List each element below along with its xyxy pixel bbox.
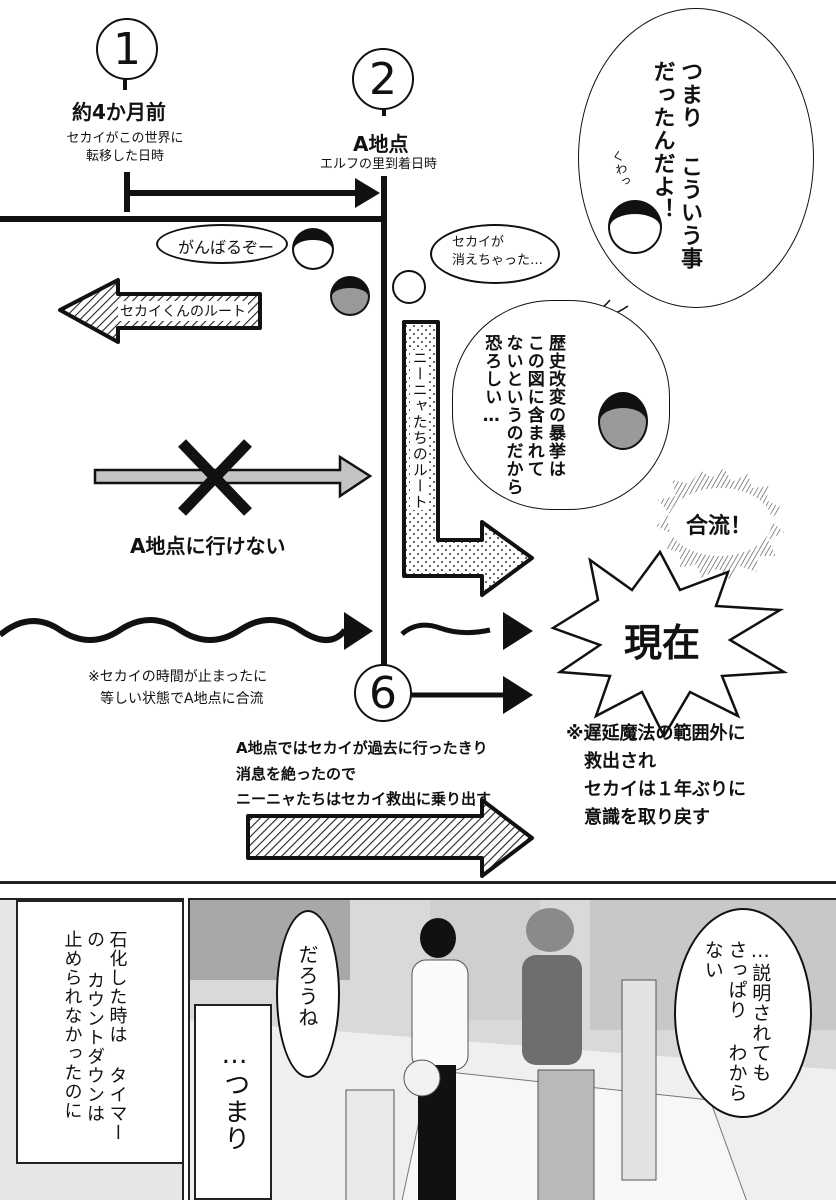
caption-left-line-4: 止められなかったのに <box>61 930 83 1120</box>
time-stopped-line-1: ※セカイの時間が止まったに <box>88 669 268 685</box>
rescue-line-1: A地点ではセカイが過去に行ったきり <box>236 739 488 757</box>
caption-left-box <box>16 900 182 1164</box>
marker-2-numeral: 2 <box>369 53 397 105</box>
diagram-lines <box>0 78 789 878</box>
caption-left-text: 石化した時は タイマーの カウントダウンは 止められなかったのに <box>60 930 128 1160</box>
kieta-bubble <box>430 224 560 284</box>
sekai-chibi-face <box>608 200 662 254</box>
rekishi-line-4: 恐ろしい… <box>481 334 502 427</box>
rekishi-line-1: 歴史改変の暴挙は <box>545 334 565 478</box>
setsumei-line-3: わからない <box>701 940 748 1103</box>
bottom-main-panel: …つまり だろうね …説明されても さっぱり わからない <box>188 898 836 1200</box>
time-stopped-line-2: 等しい状態でA地点に合流 <box>100 691 264 708</box>
marker-6-circle: 6 <box>354 664 412 722</box>
ganbaru-bubble <box>156 224 288 264</box>
darou-bubble <box>276 910 340 1078</box>
tsumari-caption-text: …つまり <box>219 1040 250 1152</box>
result-line-1: ※遅延魔法の範囲外に <box>566 723 746 744</box>
setsumei-bubble <box>674 908 812 1118</box>
setsumei-text: …説明されても さっぱり わからない <box>700 940 772 1110</box>
main-speech-line-1: つまり <box>677 60 702 129</box>
result-note: ※遅延魔法の範囲外に 救出され セカイは１年ぶりに 意識を取り戻す <box>566 720 746 832</box>
marker-1-subtitle-line-2: 転移した日時 <box>85 148 164 164</box>
goryu-text: 合流！ <box>686 514 753 539</box>
result-line-3: セカイは１年ぶりに <box>584 778 746 800</box>
caption-left-line-3: カウントダウンは <box>84 971 105 1123</box>
ninya-chibi-face <box>392 270 426 304</box>
rescue-line-3: ニーニャたちはセカイ救出に乗り出す <box>236 790 492 808</box>
marker-2-circle: 2 <box>352 48 414 110</box>
caption-left-line-1: 石化した時は <box>106 930 128 1044</box>
main-speech-line-2: こういう事 <box>677 155 702 270</box>
ninya-route-label: ニーニャたちのルート <box>410 350 429 510</box>
tsumari-caption-box <box>194 1004 272 1200</box>
sekai-route-label: セカイくんのルート <box>118 301 248 321</box>
panel-divider <box>0 881 836 884</box>
setsumei-line-1: …説明されても <box>749 940 772 1083</box>
marker-1-title: 約4か月前 <box>72 100 166 124</box>
marker-2-title: A地点 <box>353 132 409 156</box>
time-stopped-note: ※セカイの時間が止まったに 等しい状態でA地点に合流 <box>88 666 267 711</box>
marker-1-subtitle-line-1: セカイがこの世界に <box>66 131 184 146</box>
sekai-chibi-face-2 <box>292 228 334 270</box>
kieta-line-1: セカイが <box>452 235 505 250</box>
main-speech-line-3: だったんだよ！ <box>649 60 675 221</box>
marker-6-numeral: 6 <box>369 667 397 719</box>
marker-1-subtitle: セカイがこの世界に 転移した日時 <box>60 130 190 165</box>
cannot-reach-label: A地点に行けない <box>130 534 286 558</box>
caption-left-line-2: タイマーの <box>84 930 128 1142</box>
bottom-left-panel: 石化した時は タイマーの カウントダウンは 止められなかったのに <box>0 898 184 1200</box>
kieta-line-2: 消えちゃった… <box>452 252 544 268</box>
genzai-text: 現在 <box>624 621 701 665</box>
rekishi-line-2: この図に含まれて <box>523 334 544 478</box>
setsumei-line-2: さっぱり <box>725 940 748 1020</box>
rescue-note: A地点ではセカイが過去に行ったきり 消息を絶ったので ニーニャたちはセカイ救出に… <box>236 736 491 813</box>
rescue-line-2: 消息を絶ったので <box>236 764 357 783</box>
marker-1-numeral: 1 <box>113 23 141 75</box>
main-speech-text: つまり こういう事 だったんだよ！ <box>648 60 703 300</box>
ganbaru-text: がんばるぞー <box>178 238 275 257</box>
marker-1-circle: 1 <box>96 18 158 80</box>
timeline-diagram: 1 約4か月前 セカイがこの世界に 転移した日時 2 A地点 エルフの里到着日時… <box>0 8 814 878</box>
marker-2-subtitle: エルフの里到着日時 <box>320 157 438 172</box>
result-line-4: 意識を取り戻す <box>584 806 710 828</box>
dark-elf-face <box>598 392 648 450</box>
dark-elf-chibi-face <box>330 276 370 316</box>
main-speech-bubble <box>578 8 814 308</box>
darou-text: だろうね <box>295 944 319 1028</box>
kieta-text: セカイが 消えちゃった… <box>452 234 543 269</box>
rekishi-text: 歴史改変の暴挙は この図に含まれて ないというのだから 恐ろしい… <box>480 334 565 504</box>
rekishi-line-3: ないというのだから <box>502 334 523 496</box>
result-line-2: 救出され <box>584 750 656 772</box>
